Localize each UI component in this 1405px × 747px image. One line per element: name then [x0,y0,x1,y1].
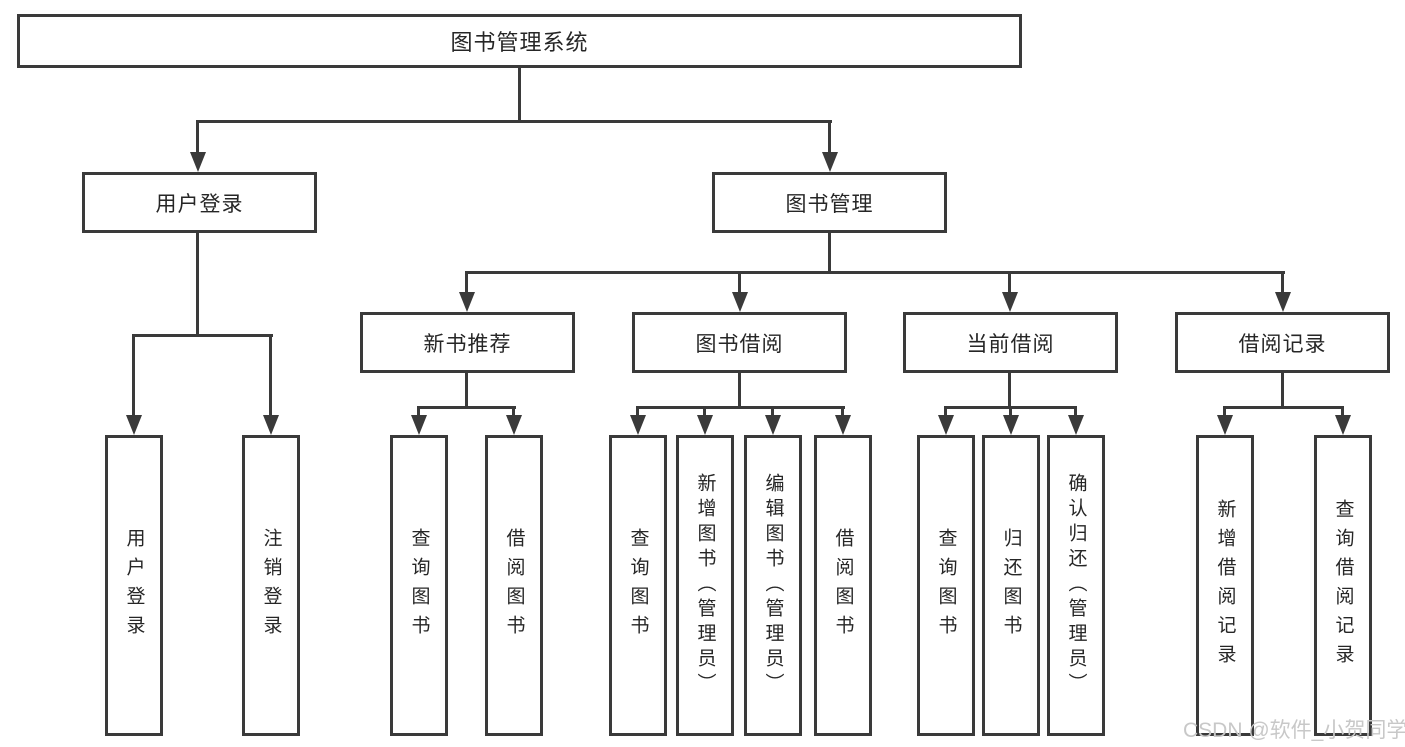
leaf-borrow-add-books-admin: 新增图书（管理员） [676,435,734,736]
leaf-borrow-edit-books-admin-label: 编辑图书（管理员） [762,473,784,698]
connector-line [841,406,844,418]
arrow-down [765,415,781,435]
connector-line [828,233,831,274]
connector-line [132,334,273,337]
arrow-down [1068,415,1084,435]
node-user-login: 用户登录 [82,172,317,233]
connector-line [132,334,135,418]
leaf-borrow-query-books: 查询图书 [609,435,667,736]
arrow-down [1217,415,1233,435]
node-book-borrow-label: 图书借阅 [695,332,784,356]
connector-line [465,373,468,409]
leaf-newbook-borrow-books: 借阅图书 [485,435,543,736]
leaf-newbook-borrow-books-label: 借阅图书 [503,527,525,644]
connector-line [1341,406,1344,418]
arrow-down [1275,292,1291,312]
csdn-watermark: CSDN @软件_小贺同学 [1183,719,1405,742]
leaf-current-confirm-return-admin: 确认归还（管理员） [1047,435,1105,736]
arrow-down [1335,415,1351,435]
connector-line [636,406,639,418]
connector-line [771,406,774,418]
node-user-login-label: 用户登录 [155,192,244,216]
node-new-book-recommend-label: 新书推荐 [423,332,512,356]
connector-line [944,406,947,418]
connector-line [1223,406,1344,409]
connector-line [828,120,831,156]
leaf-newbook-query-books-label: 查询图书 [408,527,430,644]
leaf-borrow-query-books-label: 查询图书 [627,527,649,644]
arrow-down [835,415,851,435]
connector-line [703,406,706,418]
leaf-user-login-label: 用户登录 [123,527,145,644]
arrow-down [630,415,646,435]
node-book-borrow: 图书借阅 [632,312,847,373]
connector-line [738,271,741,295]
leaf-user-login: 用户登录 [105,435,163,736]
connector-line [269,334,272,418]
arrow-down [459,292,475,312]
leaf-borrow-borrow-books-label: 借阅图书 [832,527,854,644]
arrow-down [126,415,142,435]
connector-line [1223,406,1226,418]
connector-line [1008,373,1011,409]
node-book-management: 图书管理 [712,172,947,233]
arrow-down [1003,415,1019,435]
leaf-borrow-edit-books-admin: 编辑图书（管理员） [744,435,802,736]
connector-line [1074,406,1077,418]
arrow-down [411,415,427,435]
node-book-management-label: 图书管理 [785,192,874,216]
connector-line [417,406,516,409]
arrow-down [263,415,279,435]
leaf-newbook-query-books: 查询图书 [390,435,448,736]
connector-line [417,406,420,418]
leaf-borrow-borrow-books: 借阅图书 [814,435,872,736]
connector-line [636,406,845,409]
connector-line [196,120,832,123]
arrow-down [697,415,713,435]
arrow-down [190,152,206,172]
arrow-down [732,292,748,312]
connector-line [196,233,199,337]
connector-line [1009,406,1012,418]
leaf-current-return-books: 归还图书 [982,435,1040,736]
connector-line [1281,271,1284,295]
node-borrow-records: 借阅记录 [1175,312,1390,373]
leaf-current-query-books-label: 查询图书 [935,527,957,644]
leaf-current-query-books: 查询图书 [917,435,975,736]
connector-line [518,68,521,122]
node-root-label: 图书管理系统 [450,30,589,55]
node-borrow-records-label: 借阅记录 [1238,332,1327,356]
node-root: 图书管理系统 [17,14,1022,68]
leaf-logout-label: 注销登录 [260,527,282,644]
connector-line [465,271,468,295]
arrow-down [1002,292,1018,312]
leaf-current-confirm-return-admin-label: 确认归还（管理员） [1065,473,1087,698]
node-current-borrow: 当前借阅 [903,312,1118,373]
node-new-book-recommend: 新书推荐 [360,312,575,373]
leaf-records-add-record: 新增借阅记录 [1196,435,1254,736]
connector-line [738,373,741,409]
connector-line [1281,373,1284,409]
connector-line [1008,271,1011,295]
leaf-borrow-add-books-admin-label: 新增图书（管理员） [694,473,716,698]
arrow-down [938,415,954,435]
node-current-borrow-label: 当前借阅 [966,332,1055,356]
leaf-records-query-record-label: 查询借阅记录 [1332,498,1354,673]
connector-line [465,271,1285,274]
arrow-down [506,415,522,435]
leaf-current-return-books-label: 归还图书 [1000,527,1022,644]
connector-line [196,120,199,156]
connector-line [512,406,515,418]
leaf-logout: 注销登录 [242,435,300,736]
leaf-records-add-record-label: 新增借阅记录 [1214,498,1236,673]
leaf-records-query-record: 查询借阅记录 [1314,435,1372,736]
arrow-down [822,152,838,172]
